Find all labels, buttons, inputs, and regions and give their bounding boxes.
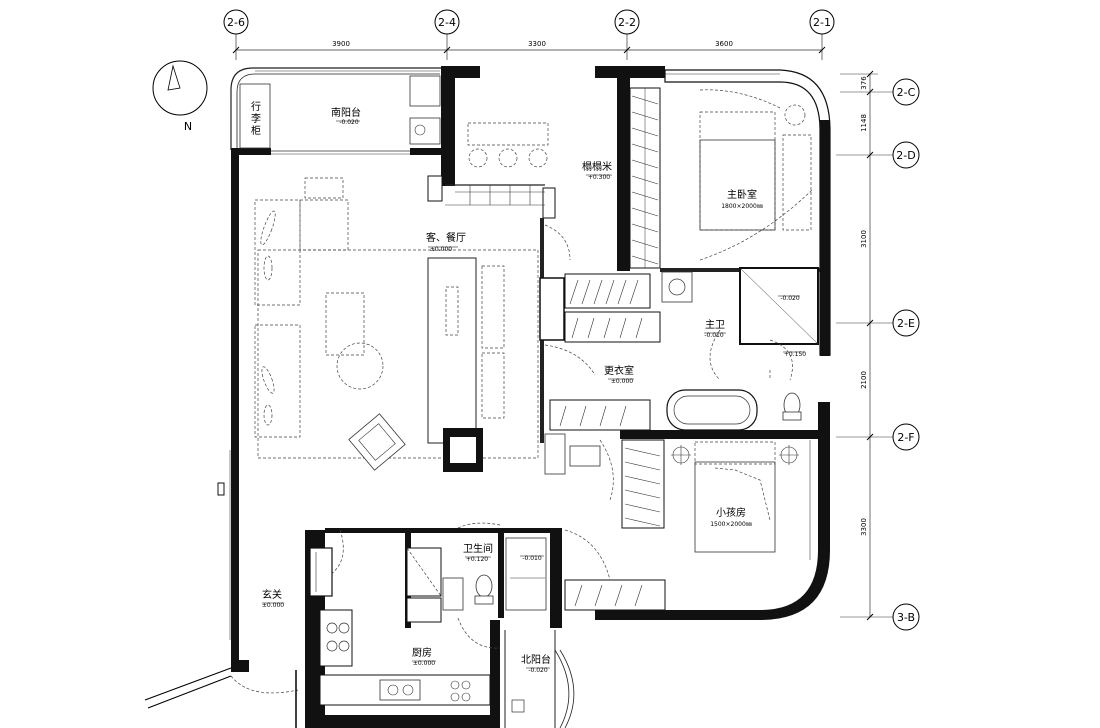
room-luggage-char: 行 [251, 100, 261, 113]
room-dressing-level: ±0.000 [611, 378, 633, 385]
grid-bubble-2-6: 2-6 [223, 9, 249, 35]
furniture [239, 75, 813, 649]
svg-text:2-E: 2-E [897, 317, 915, 330]
north-compass-icon: N [152, 60, 208, 133]
svg-text:2-2: 2-2 [618, 16, 636, 29]
dim-right-2: 1148 [860, 114, 868, 132]
grid-system: 2-6 2-4 2-2 2-1 3900 3300 3600 [223, 9, 920, 631]
room-master-bath-b-level: +0.150 [784, 351, 806, 358]
room-entrance-level: ±0.000 [262, 602, 284, 609]
svg-text:2-C: 2-C [897, 86, 916, 99]
room-bathroom-b-level: -0.010 [522, 555, 542, 562]
room-labels: 南阳台 -0.020 行李柜 榻榻米 +0.300 主卧室 1800×2000㎜… [251, 100, 806, 674]
room-south-balcony-name: 南阳台 [331, 106, 361, 119]
room-living-dining-level: ±0.000 [430, 246, 452, 253]
room-master-bath-name: 主卫 [705, 319, 725, 331]
room-bathroom-level: +0.120 [466, 556, 488, 563]
room-tatami-name: 榻榻米 [582, 160, 612, 173]
grid-bubble-2-C: 2-C [892, 78, 920, 106]
compass-label: N [184, 120, 192, 133]
room-master-bath-a-level: -0.020 [780, 295, 800, 302]
dim-top-2: 3300 [528, 40, 546, 48]
svg-text:2-F: 2-F [897, 431, 914, 444]
room-dressing-name: 更衣室 [604, 364, 634, 377]
dim-right-3: 3100 [860, 230, 868, 248]
grid-bubble-2-2: 2-2 [614, 9, 640, 35]
room-master-bedroom-size: 1800×2000㎜ [721, 203, 763, 210]
room-south-balcony-level: -0.020 [339, 119, 359, 126]
svg-text:2-6: 2-6 [227, 16, 245, 29]
grid-bubble-2-D: 2-D [892, 141, 920, 169]
dim-right-4: 2100 [860, 371, 868, 389]
svg-text:3-B: 3-B [897, 611, 915, 624]
dim-top-3: 3600 [715, 40, 733, 48]
room-north-balcony-name: 北阳台 [521, 653, 551, 666]
room-kitchen-name: 厨房 [412, 646, 432, 659]
room-kids-size: 1500×2000㎜ [710, 521, 752, 528]
room-master-bedroom-name: 主卧室 [727, 188, 757, 201]
room-master-bath-level: -0.010 [704, 332, 724, 339]
grid-bubble-3-B: 3-B [892, 603, 920, 631]
room-luggage-char: 李 [251, 112, 261, 125]
interior-walls [427, 87, 820, 611]
room-luggage-name: 行李柜 [251, 100, 261, 137]
grid-bubble-2-F: 2-F [892, 423, 920, 451]
dim-right-5: 3300 [860, 518, 868, 536]
room-living-dining-name: 客、餐厅 [426, 231, 466, 244]
dim-right-1: 376 [860, 76, 868, 90]
svg-text:2-D: 2-D [896, 149, 915, 162]
service-rooms [217, 433, 811, 728]
svg-text:2-1: 2-1 [813, 16, 831, 29]
room-bathroom-name: 卫生间 [463, 542, 493, 555]
room-luggage-char: 柜 [251, 124, 261, 137]
room-kids-name: 小孩房 [716, 506, 746, 519]
grid-bubble-2-E: 2-E [892, 309, 920, 337]
grid-bubble-2-1: 2-1 [809, 9, 835, 35]
room-entrance-name: 玄关 [262, 588, 282, 601]
svg-text:2-4: 2-4 [438, 16, 456, 29]
room-tatami-level: +0.300 [588, 174, 610, 181]
room-north-balcony-level: -0.020 [528, 667, 548, 674]
room-kitchen-level: ±0.000 [413, 660, 435, 667]
grid-bubble-2-4: 2-4 [434, 9, 460, 35]
dim-top-1: 3900 [332, 40, 350, 48]
